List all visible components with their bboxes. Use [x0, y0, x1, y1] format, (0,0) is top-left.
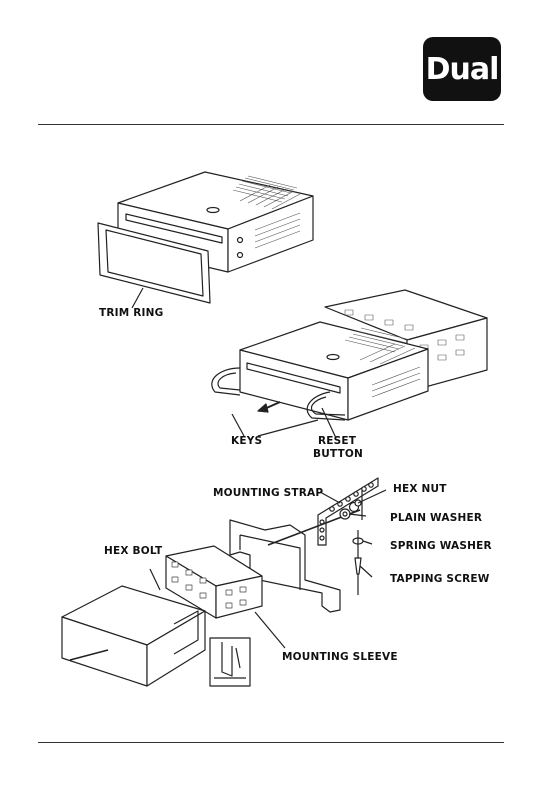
label-hex-bolt: HEX BOLT [104, 545, 162, 557]
label-keys: KEYS [231, 435, 262, 447]
label-spring-washer: SPRING WASHER [390, 540, 492, 552]
label-reset-button-line2: BUTTON [313, 448, 363, 460]
spring-washer-leader [363, 541, 372, 544]
keys-leader-right [258, 420, 318, 436]
pull-arrow-head [258, 404, 268, 412]
plain-washer-leader [349, 514, 366, 516]
label-mounting-strap: MOUNTING STRAP [213, 487, 323, 499]
label-mounting-sleeve: MOUNTING SLEEVE [282, 651, 398, 663]
keys-leader-left [232, 414, 244, 436]
label-tapping-screw: TAPPING SCREW [390, 573, 490, 585]
mounting-sleeve-leader [255, 612, 285, 648]
head-unit-bottom [62, 586, 205, 686]
label-hex-nut: HEX NUT [393, 483, 447, 495]
tapping-screw-leader [360, 566, 372, 577]
hex-bolt-leader [150, 569, 160, 590]
label-reset-button-line1: RESET [318, 435, 356, 447]
label-trim-ring: TRIM RING [99, 307, 163, 319]
trim-ring-leader [132, 288, 143, 308]
label-plain-washer: PLAIN WASHER [390, 512, 482, 524]
detail-inset [210, 638, 250, 686]
